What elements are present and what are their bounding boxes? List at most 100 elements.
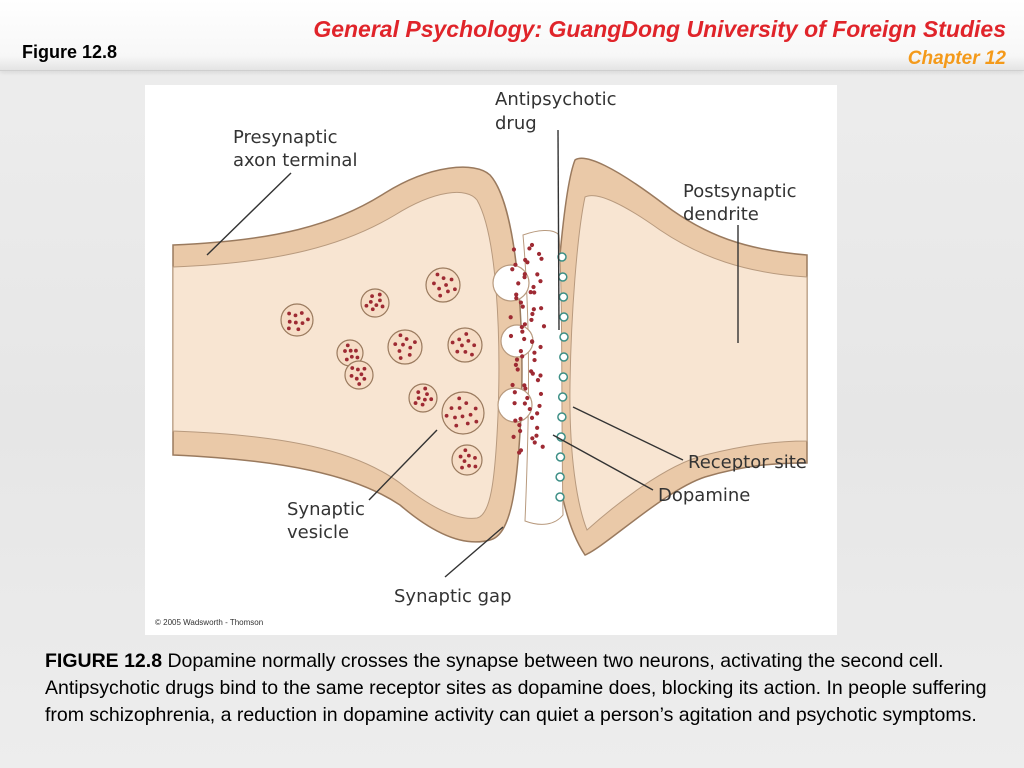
dopamine-molecule [535, 411, 540, 416]
dopamine-molecule [520, 329, 525, 334]
dopamine-molecule [530, 311, 535, 317]
synaptic-vesicle [387, 329, 423, 365]
dopamine-molecule [522, 275, 527, 280]
dopamine-molecule [518, 416, 523, 421]
synaptic-vesicles [280, 267, 485, 476]
label-presynaptic-2: axon terminal [233, 150, 357, 171]
dopamine-molecule [511, 434, 516, 439]
dopamine-molecule [522, 336, 527, 342]
receptor-site [558, 272, 568, 282]
figure-caption: FIGURE 12.8 Dopamine normally crosses th… [45, 648, 995, 729]
dopamine-molecule [512, 390, 517, 395]
dopamine-molecule [523, 386, 528, 391]
dopamine-molecule [530, 371, 535, 376]
dopamine-molecule [512, 401, 517, 406]
dopamine-molecule [529, 242, 535, 248]
label-presynaptic-1: Presynaptic [233, 127, 337, 148]
receptor-site [557, 392, 568, 402]
synapse-figure: Antipsychotic drug Presynaptic axon term… [145, 85, 837, 635]
dopamine-molecule [519, 324, 524, 330]
dopamine-molecule [508, 333, 514, 339]
dopamine-molecule [514, 296, 519, 301]
dopamine-molecule [525, 395, 530, 401]
label-postsynaptic-1: Postsynaptic [683, 181, 797, 202]
dopamine-molecule [522, 383, 527, 388]
dopamine-molecule [531, 284, 536, 290]
dopamine-molecule [518, 349, 523, 354]
synapse-diagram: Antipsychotic drug Presynaptic axon term… [155, 89, 808, 627]
chapter-label: Chapter 12 [907, 48, 1006, 69]
dopamine-molecule [531, 307, 536, 312]
dopamine-molecule [535, 272, 540, 277]
dopamine-molecules [508, 242, 547, 455]
label-synaptic-gap: Synaptic gap [394, 586, 512, 607]
dopamine-molecule [537, 403, 542, 409]
dopamine-molecule [516, 281, 521, 286]
receptor-site [559, 332, 569, 342]
dopamine-molecule [532, 440, 537, 445]
synaptic-vesicle [280, 303, 314, 337]
dopamine-molecule [539, 306, 544, 311]
synaptic-vesicle [344, 360, 374, 390]
dopamine-molecule [508, 315, 513, 320]
receptor-site [555, 452, 566, 462]
dopamine-molecule [511, 247, 517, 252]
dopamine-molecule [539, 256, 544, 261]
dopamine-molecule [513, 418, 518, 423]
receptor-site [559, 312, 569, 322]
dopamine-molecule [538, 279, 543, 284]
synaptic-vesicle [425, 267, 461, 303]
dopamine-molecule [532, 350, 537, 355]
synaptic-vesicle [336, 339, 364, 367]
dopamine-molecule [510, 382, 515, 388]
dopamine-molecule [520, 304, 525, 309]
dopamine-molecule [538, 373, 543, 378]
course-title: General Psychology: GuangDong University… [313, 16, 1006, 42]
dopamine-molecule [518, 300, 524, 305]
synaptic-vesicle [447, 327, 483, 363]
dopamine-molecule [522, 401, 527, 406]
dopamine-molecule [514, 292, 519, 297]
dopamine-molecule [520, 354, 525, 359]
dopamine-molecule [540, 444, 545, 449]
dopamine-molecule [532, 290, 537, 295]
dopamine-molecule [536, 251, 542, 257]
dopamine-molecule [541, 324, 547, 329]
dopamine-molecule [538, 391, 544, 397]
receptor-site [558, 372, 569, 382]
postsynaptic-cytoplasm [569, 195, 808, 531]
label-antipsychotic-drug-1: Antipsychotic [495, 89, 617, 110]
receptor-site [559, 352, 569, 362]
dopamine-molecule [525, 260, 530, 265]
dopamine-molecule [530, 436, 535, 441]
copyright-note: © 2005 Wadsworth - Thomson [155, 618, 263, 627]
label-receptor-site: Receptor site [688, 452, 807, 473]
receptor-sites [555, 252, 569, 502]
synaptic-vesicle [451, 444, 483, 476]
dopamine-molecule [535, 425, 540, 430]
dopamine-molecule [510, 267, 515, 272]
caption-text: Dopamine normally crosses the synapse be… [45, 650, 987, 726]
header-bar [0, 0, 1024, 71]
synaptic-vesicle [441, 391, 485, 435]
dopamine-molecule [515, 367, 520, 372]
dopamine-molecule [529, 317, 534, 323]
receptor-site [555, 492, 565, 502]
dopamine-molecule [513, 262, 518, 267]
dopamine-molecule [529, 415, 535, 420]
dopamine-molecule [529, 339, 535, 344]
dopamine-molecule [514, 357, 520, 362]
dopamine-molecule [532, 357, 537, 363]
dopamine-molecule [535, 378, 541, 383]
caption-lead: FIGURE 12.8 [45, 650, 163, 672]
dopamine-molecule [527, 246, 532, 251]
dopamine-molecule [513, 362, 518, 367]
label-dopamine: Dopamine [658, 485, 750, 506]
figure-tag: Figure 12.8 [22, 42, 118, 62]
receptor-site [555, 472, 565, 482]
dopamine-molecule [522, 322, 527, 327]
label-leader-lines [206, 129, 739, 578]
dopamine-molecule [518, 428, 523, 434]
label-synaptic-vesicle-1: Synaptic [287, 499, 365, 520]
label-synaptic-vesicle-2: vesicle [287, 522, 349, 543]
